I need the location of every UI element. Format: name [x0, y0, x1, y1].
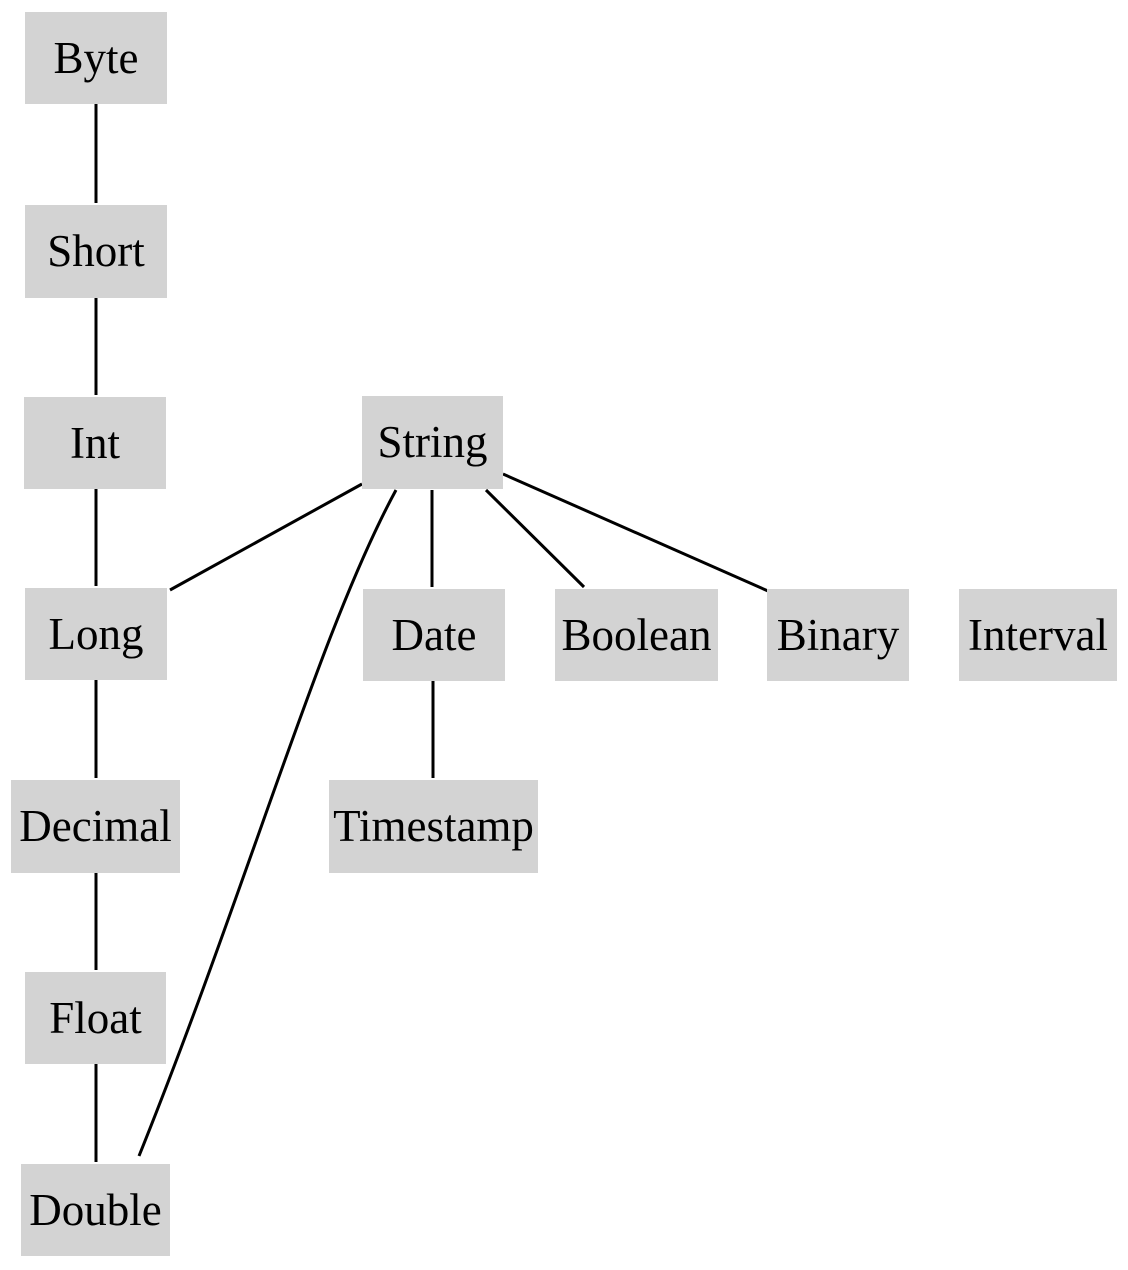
node-label: Short: [47, 226, 145, 276]
node-label: Long: [48, 608, 144, 659]
node-decimal: Decimal: [11, 780, 180, 873]
node-label: Byte: [53, 32, 139, 83]
node-boolean: Boolean: [555, 589, 718, 681]
edge-string-binary: [502, 472, 769, 593]
node-double: Double: [21, 1164, 170, 1256]
node-date: Date: [363, 589, 505, 681]
node-label: Double: [29, 1184, 162, 1235]
node-short: Short: [25, 205, 167, 298]
node-long: Long: [25, 588, 167, 680]
node-label: String: [377, 417, 488, 467]
node-label: Interval: [968, 609, 1108, 660]
node-label: Int: [70, 417, 120, 468]
edge-string-long: [169, 482, 363, 592]
node-int: Int: [24, 397, 166, 489]
node-label: Float: [49, 992, 142, 1043]
node-interval: Interval: [959, 589, 1117, 681]
node-string: String: [362, 396, 503, 489]
node-label: Decimal: [19, 801, 172, 851]
node-label: Boolean: [561, 609, 712, 660]
node-byte: Byte: [25, 12, 167, 104]
node-timestamp: Timestamp: [329, 780, 538, 873]
node-binary: Binary: [767, 589, 909, 681]
node-label: Date: [391, 609, 477, 660]
node-label: Timestamp: [333, 801, 534, 851]
node-label: Binary: [776, 609, 900, 660]
node-float: Float: [25, 972, 166, 1064]
edge-string-boolean: [484, 488, 586, 589]
